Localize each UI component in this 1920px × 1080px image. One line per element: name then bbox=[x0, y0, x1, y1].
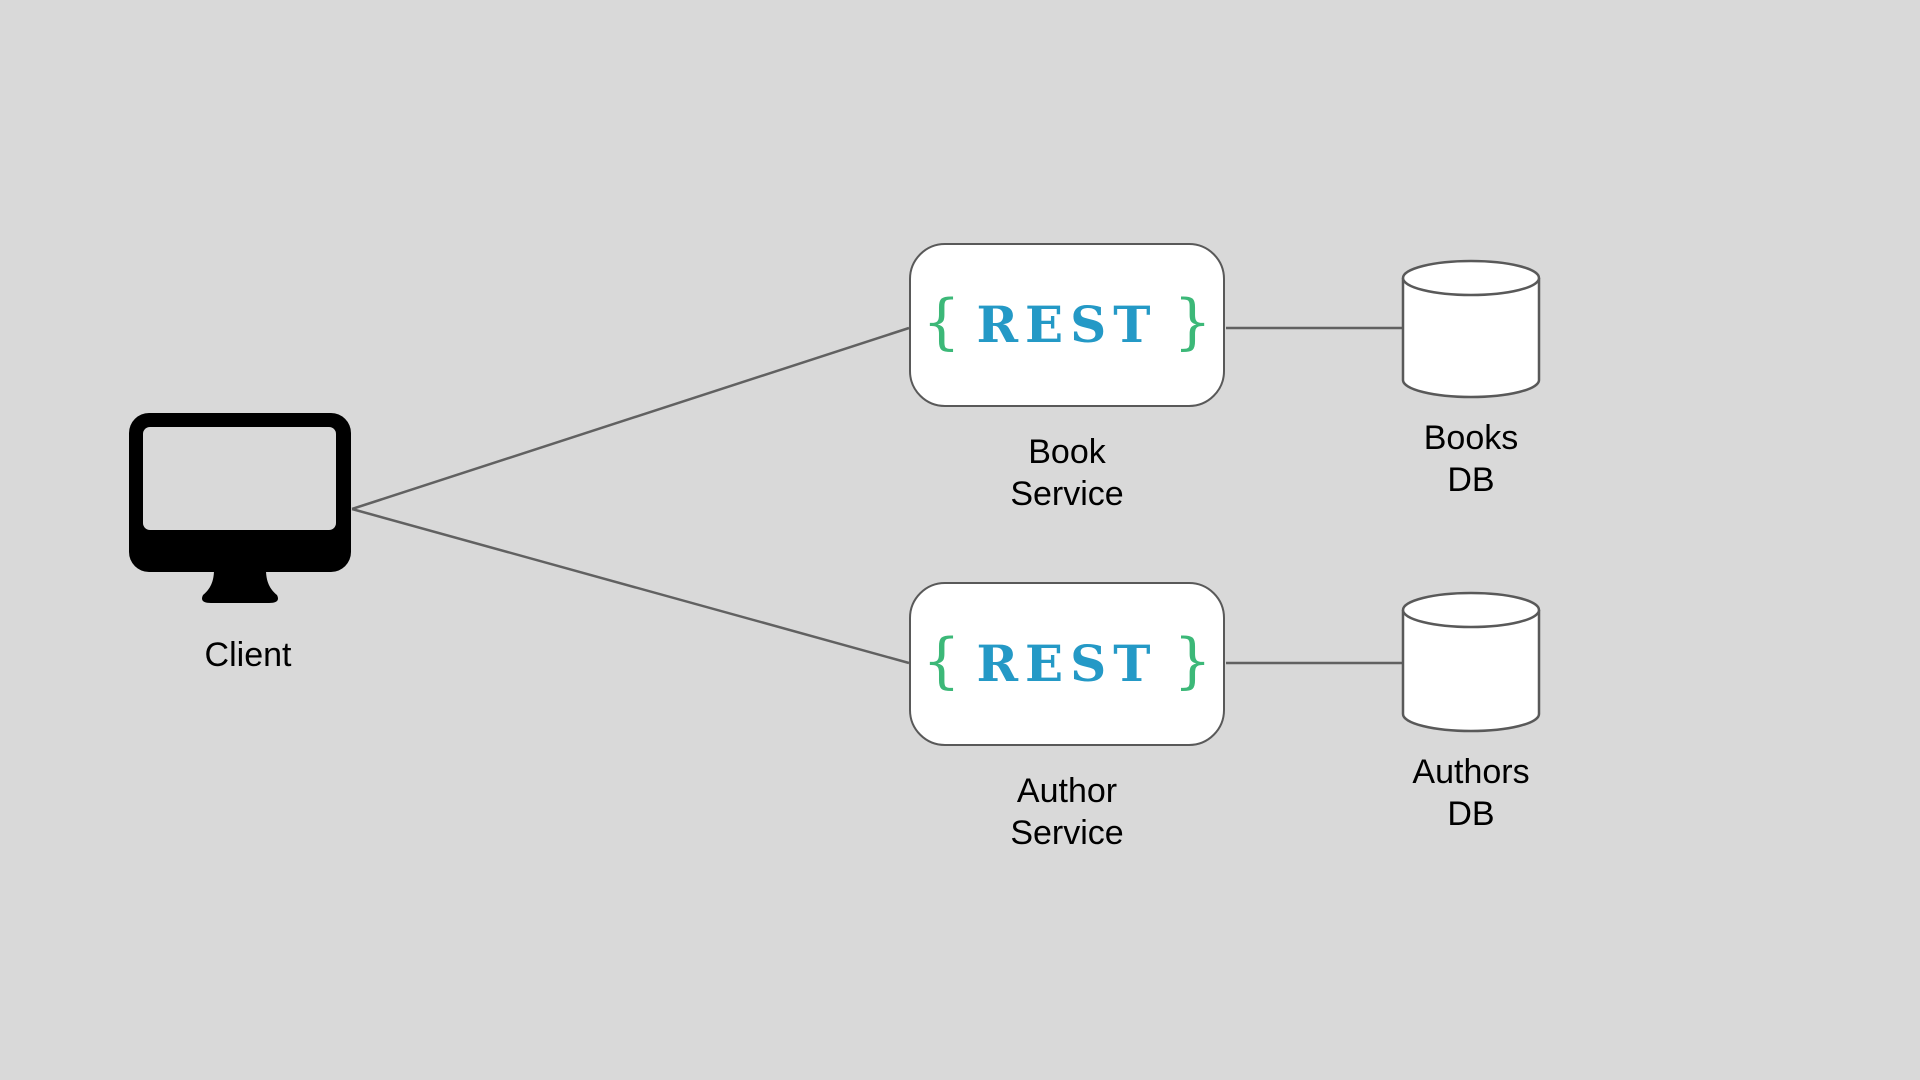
node-book-service: { REST } bbox=[909, 243, 1225, 407]
rest-open-brace: { bbox=[922, 626, 961, 696]
authors-db-label: Authors DB bbox=[1412, 753, 1530, 833]
client-label: Client bbox=[204, 636, 292, 674]
database-cylinder-icon bbox=[1401, 259, 1541, 399]
author-service-label: Author Service bbox=[1010, 772, 1124, 852]
rest-close-brace: } bbox=[1173, 626, 1212, 696]
book-service-label: Book Service bbox=[1010, 433, 1124, 513]
monitor-icon bbox=[129, 413, 351, 603]
rest-close-brace: } bbox=[1173, 287, 1212, 357]
edge-client-to-author-service bbox=[351, 507, 910, 665]
rest-label: REST bbox=[976, 295, 1158, 354]
edge-client-to-book-service bbox=[351, 326, 910, 511]
books-db-label: Books DB bbox=[1423, 419, 1519, 499]
node-author-service: { REST } bbox=[909, 582, 1225, 746]
rest-open-brace: { bbox=[922, 287, 961, 357]
rest-label: REST bbox=[976, 634, 1158, 693]
database-cylinder-icon bbox=[1401, 591, 1541, 733]
